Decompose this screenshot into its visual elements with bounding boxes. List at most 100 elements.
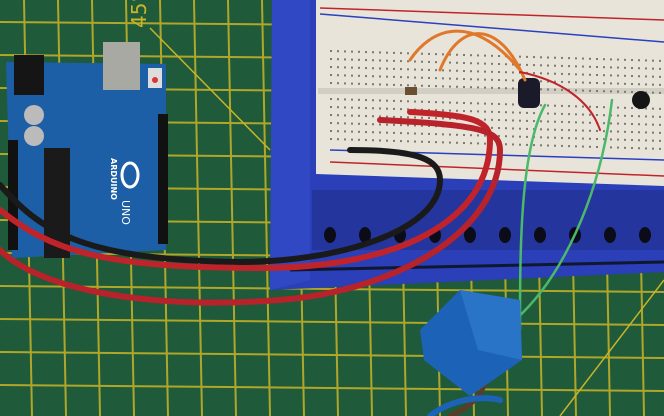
- breadboard-hole: [554, 112, 556, 115]
- breadboard-hole: [379, 123, 381, 126]
- breadboard-hole: [449, 53, 451, 56]
- arduino-model: UNO: [119, 200, 132, 225]
- mat-diagonal-line: [559, 279, 664, 416]
- breadboard-hole: [582, 57, 584, 60]
- breadboard-hole: [638, 139, 640, 142]
- breadboard-hole: [582, 129, 584, 132]
- breadboard-hole: [582, 113, 584, 116]
- breadboard-hole: [351, 66, 353, 69]
- breadboard-hole: [351, 114, 353, 117]
- breadboard-hole: [645, 115, 647, 118]
- breadboard-hole: [337, 50, 339, 53]
- breadboard-hole: [491, 78, 493, 81]
- breadboard-hole: [484, 62, 486, 65]
- breadboard-hole: [512, 103, 514, 106]
- breadboard-hole: [533, 72, 535, 75]
- breadboard-hole: [428, 84, 430, 87]
- breadboard-hole: [554, 136, 556, 139]
- breadboard-hole: [547, 104, 549, 107]
- breadboard-hole: [344, 66, 346, 69]
- breadboard-hole: [428, 140, 430, 143]
- breadboard-hole: [358, 50, 360, 53]
- breadboard-hole: [512, 119, 514, 122]
- breadboard-hole: [505, 127, 507, 130]
- breadboard-hole: [435, 85, 437, 88]
- breadboard-hole: [344, 50, 346, 53]
- breadboard-hole: [400, 52, 402, 55]
- breadboard-hole: [589, 105, 591, 108]
- breadboard-hole: [596, 145, 598, 148]
- breadboard-hole: [400, 84, 402, 87]
- breadboard-hole: [631, 131, 633, 134]
- breadboard-hole: [617, 106, 619, 109]
- breadboard-hole: [582, 145, 584, 148]
- breadboard-hole: [498, 127, 500, 130]
- breadboard-hole: [442, 53, 444, 56]
- breadboard-hole: [505, 111, 507, 114]
- breadboard-hole: [463, 77, 465, 80]
- tray-hole: [464, 227, 476, 243]
- breadboard-hole: [645, 59, 647, 62]
- breadboard-hole: [589, 89, 591, 92]
- breadboard-hole: [519, 55, 521, 58]
- breadboard-hole: [561, 72, 563, 75]
- breadboard-hole: [414, 132, 416, 135]
- breadboard-hole: [330, 50, 332, 52]
- breadboard-hole: [659, 91, 661, 94]
- breadboard-hole: [596, 81, 598, 84]
- breadboard-hole: [603, 122, 605, 125]
- breadboard-hole: [379, 107, 381, 110]
- sensor-component: [632, 91, 650, 109]
- breadboard-hole: [421, 124, 423, 127]
- breadboard-hole: [435, 69, 437, 72]
- breadboard-hole: [519, 119, 521, 122]
- breadboard-hole: [372, 59, 374, 62]
- breadboard-hole: [589, 145, 591, 148]
- breadboard-hole: [344, 58, 346, 61]
- breadboard-hole: [435, 77, 437, 80]
- breadboard-hole: [344, 74, 346, 77]
- breadboard-hole: [638, 83, 640, 86]
- grid-line: [0, 351, 664, 359]
- breadboard-hole: [547, 136, 549, 139]
- breadboard-hole: [358, 82, 360, 85]
- breadboard-hole: [400, 60, 402, 63]
- breadboard-hole: [477, 62, 479, 65]
- breadboard-hole: [505, 71, 507, 74]
- breadboard-hole: [512, 71, 514, 74]
- breadboard-hole: [477, 102, 479, 105]
- breadboard-hole: [491, 118, 493, 121]
- breadboard-hole: [484, 70, 486, 73]
- breadboard-hole: [351, 98, 353, 101]
- breadboard-hole: [351, 106, 353, 109]
- breadboard-hole: [575, 129, 577, 132]
- breadboard-hole: [645, 131, 647, 134]
- breadboard-hole: [603, 66, 605, 69]
- breadboard-hole: [428, 116, 430, 119]
- breadboard-hole: [498, 71, 500, 74]
- breadboard-hole: [554, 64, 556, 67]
- breadboard-hole: [596, 89, 598, 92]
- breadboard-hole: [582, 81, 584, 84]
- breadboard-hole: [610, 130, 612, 133]
- breadboard-hole: [631, 59, 633, 62]
- breadboard-hole: [568, 57, 570, 60]
- breadboard-hole: [463, 141, 465, 144]
- breadboard-hole: [575, 105, 577, 108]
- breadboard-hole: [337, 98, 339, 101]
- breadboard-hole: [631, 107, 633, 110]
- breadboard-hole: [505, 135, 507, 138]
- breadboard-hole: [624, 106, 626, 109]
- breadboard-hole: [344, 98, 346, 101]
- breadboard-hole: [533, 120, 535, 123]
- breadboard-hole: [610, 122, 612, 125]
- relay-module: [420, 290, 522, 396]
- breadboard-hole: [589, 65, 591, 68]
- breadboard-hole: [575, 81, 577, 84]
- breadboard-hole: [512, 127, 514, 130]
- breadboard-hole: [351, 130, 353, 133]
- breadboard-hole: [351, 58, 353, 61]
- breadboard-hole: [554, 120, 556, 123]
- breadboard-hole: [533, 144, 535, 147]
- breadboard-hole: [379, 115, 381, 118]
